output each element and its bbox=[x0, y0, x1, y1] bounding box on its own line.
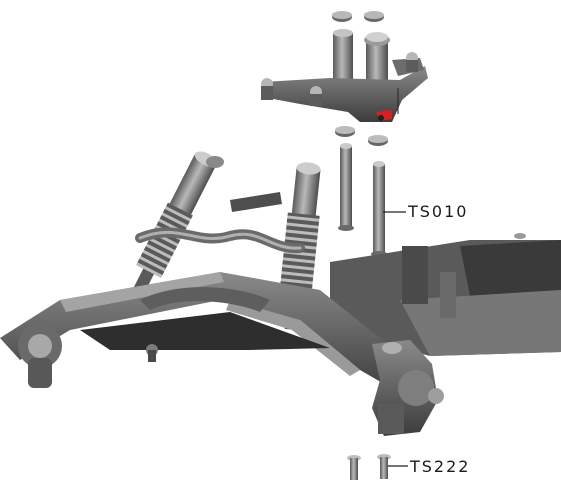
steering-rods bbox=[135, 192, 305, 254]
lower-suspension-arm bbox=[0, 272, 420, 396]
lower-washers bbox=[335, 126, 388, 146]
chassis-plate bbox=[330, 233, 561, 356]
ts222-screws bbox=[347, 454, 391, 480]
part-label-ts222: TS222 bbox=[410, 457, 471, 476]
steering-bellcrank bbox=[261, 29, 428, 122]
ts010-pins bbox=[338, 143, 387, 257]
upper-washers bbox=[332, 11, 384, 22]
right-knuckle bbox=[372, 340, 444, 436]
part-label-ts010: TS010 bbox=[408, 202, 469, 221]
left-hub bbox=[18, 324, 158, 388]
right-shock-absorber bbox=[278, 162, 321, 331]
